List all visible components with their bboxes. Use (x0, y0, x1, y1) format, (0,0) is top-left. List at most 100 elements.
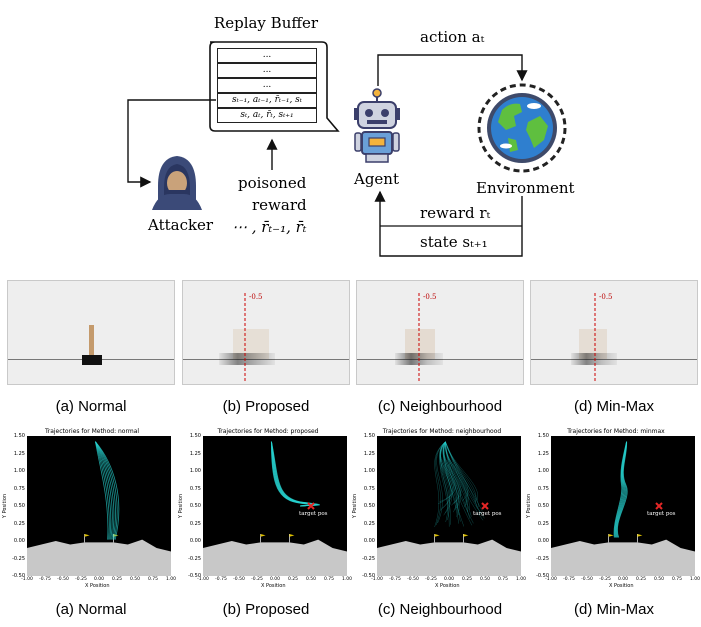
caption-proposed: (b) Proposed (222, 398, 310, 415)
ground-line (183, 359, 349, 360)
poisoned-label: poisoned (238, 174, 307, 192)
trajectory-title: Trajectories for Method: normal (44, 428, 140, 435)
y-tick-label: 0.00 (537, 538, 549, 544)
target-label: -0.5 (423, 293, 437, 301)
buffer-row: ... (217, 63, 317, 78)
y-tick-label: 1.25 (363, 450, 375, 457)
x-tick-label: -0.25 (75, 577, 87, 582)
flag-icon (289, 534, 295, 537)
target-label: -0.5 (599, 293, 613, 301)
cartpole-panel-neighbourhood: -0.5 (356, 280, 524, 385)
x-tick-label: -0.75 (563, 577, 575, 582)
y-tick-label: 1.50 (537, 433, 549, 439)
y-tick-label: 1.50 (363, 433, 375, 439)
x-tick-label: 1.00 (165, 577, 177, 582)
y-tick-label: 0.25 (189, 520, 201, 527)
x-axis-label: X Position (609, 583, 634, 589)
y-tick-label: -0.50 (536, 573, 549, 579)
state-label: state sₜ₊₁ (420, 233, 488, 251)
x-tick-label: 0.75 (147, 577, 159, 582)
x-tick-label: 0.50 (479, 577, 491, 582)
y-axis-label: Y Position (178, 493, 185, 519)
trajectory-plot (203, 436, 347, 576)
trajectory-path (95, 441, 120, 540)
y-tick-label: 0.75 (363, 485, 375, 492)
trajectory-bundle (613, 441, 628, 538)
trajectory-path (445, 441, 469, 506)
cartpole-panel-minmax: -0.5 (530, 280, 698, 385)
buffer-row: ... (217, 78, 317, 93)
ground-line (531, 359, 697, 360)
flag-icon (434, 534, 440, 537)
trajectory-path (616, 441, 628, 538)
y-tick-label: 0.25 (13, 520, 25, 527)
x-tick-label: 0.75 (497, 577, 509, 582)
trajectory-path (445, 441, 472, 517)
target-label: target pos (299, 511, 328, 517)
trajectory-bundle (95, 441, 120, 540)
x-tick-label: 0.25 (111, 577, 123, 582)
y-tick-label: 0.00 (13, 538, 25, 544)
flag-icon (260, 534, 266, 537)
trajectory-path (439, 441, 450, 516)
x-axis-label: X Position (261, 583, 286, 589)
trajectory-path (444, 441, 465, 527)
environment-label: Environment (476, 179, 575, 197)
y-tick-label: -0.25 (362, 555, 375, 562)
buffer-row: sₜ, aₜ, r̄ₜ, sₜ₊₁ (217, 108, 317, 123)
terrain (27, 539, 171, 576)
x-tick-label: -1.00 (371, 577, 383, 582)
caption-minmax: (d) Min-Max (573, 398, 654, 415)
caption-neighbourhood: (c) Neighbourhood (377, 398, 503, 415)
trajectory-path (440, 441, 451, 525)
trajectory-title: Trajectories for Method: neighbourhood (382, 428, 502, 435)
trajectory-path (445, 441, 480, 507)
terrain (377, 539, 521, 576)
cart-trail (571, 353, 617, 365)
x-axis-label: X Position (435, 583, 460, 589)
y-axis-label: Y Position (526, 493, 533, 519)
trajectory-panel-minmax: Trajectories for Method: minmax target po… (526, 428, 701, 589)
y-tick-label: 1.25 (189, 450, 201, 457)
trajectory-path (445, 441, 478, 509)
target-line (594, 293, 596, 381)
trajectory-path (95, 441, 112, 540)
caption-normal: (a) Normal (55, 398, 127, 415)
x-tick-label: 1.00 (689, 577, 701, 582)
x-axis-label: X Position (85, 583, 110, 589)
trajectory-plot (377, 436, 521, 576)
y-tick-label: 1.00 (189, 468, 201, 474)
x-tick-label: 0.00 (93, 577, 105, 582)
trajectory-path (95, 441, 110, 540)
y-tick-label: -0.25 (536, 555, 549, 562)
cartpole-panel-normal (7, 280, 175, 385)
y-tick-label: 0.00 (189, 538, 201, 544)
trajectory-path (443, 441, 460, 511)
cart (82, 355, 102, 365)
x-tick-label: -0.25 (251, 577, 263, 582)
y-tick-label: 1.25 (537, 450, 549, 457)
y-tick-label: 1.00 (537, 468, 549, 474)
trajectory-path (439, 441, 451, 511)
trajectory-path (445, 441, 477, 503)
replay-buffer: ... ... ... sₜ₋₁, aₜ₋₁, r̄ₜ₋₁, sₜ sₜ, aₜ… (205, 42, 327, 132)
trajectory-path (443, 441, 458, 517)
x-tick-label: -0.50 (407, 577, 419, 582)
trajectory-path (442, 441, 458, 513)
attacker-label: Attacker (148, 216, 214, 234)
trajectory-title: Trajectories for Method: minmax (567, 428, 665, 435)
trajectory-path (439, 441, 449, 523)
trajectory-path (95, 441, 118, 540)
poisoned-reward-sequence: ⋯ , r̄ₜ₋₁, r̄ₜ (232, 218, 307, 236)
trajectory-path (444, 441, 469, 501)
trajectory-path (445, 441, 483, 512)
target-label: target pos (647, 511, 676, 517)
trajectory-path (95, 441, 113, 540)
trajectory-plot (551, 436, 695, 576)
trajectory-plot (27, 436, 171, 576)
target-marker-icon (655, 502, 663, 510)
x-tick-label: 0.25 (635, 577, 647, 582)
x-tick-label: 0.50 (129, 577, 141, 582)
